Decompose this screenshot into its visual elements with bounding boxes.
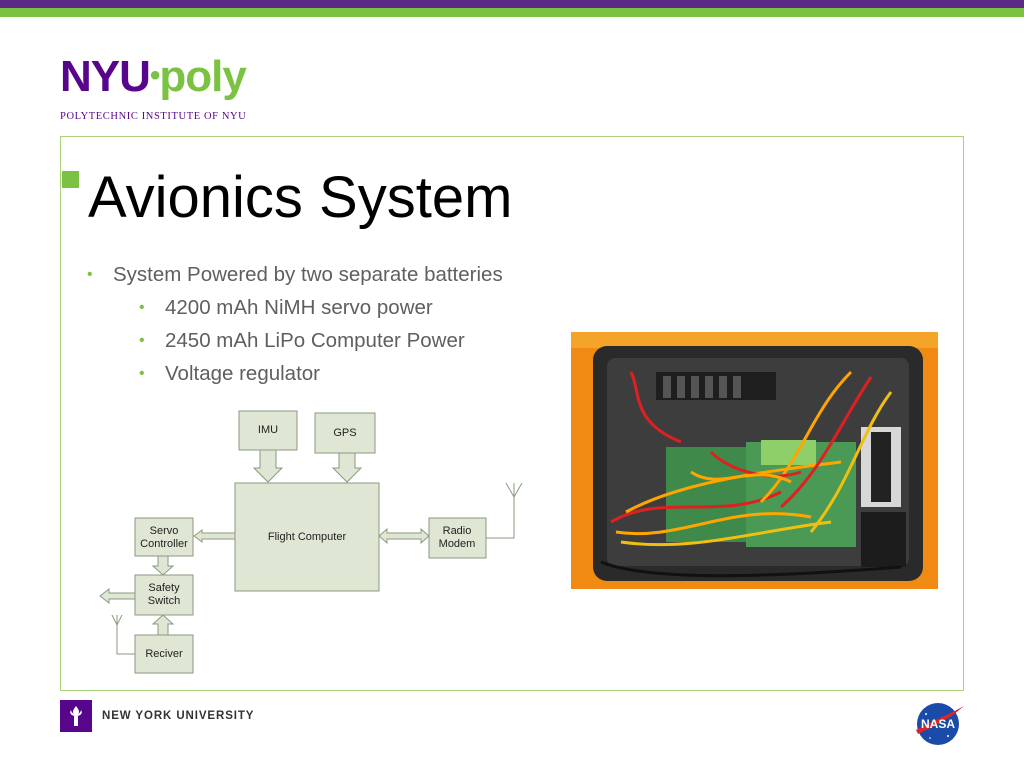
receiver-safety-arrow — [151, 614, 175, 636]
logo-dot: • — [149, 59, 160, 92]
bullet-text: System Powered by two separate batteries — [113, 263, 503, 286]
antenna-icon — [486, 482, 523, 539]
slide-title: Avionics System — [88, 165, 513, 230]
servo-label-1: Servo — [150, 525, 179, 537]
content-frame — [60, 136, 964, 691]
bullet-text: Voltage regulator — [165, 362, 321, 385]
antenna-icon — [111, 614, 135, 655]
imu-box — [238, 410, 298, 451]
logo-nyu-text: NYU — [60, 52, 151, 101]
bullet-text: 4200 mAh NiMH servo power — [165, 296, 433, 319]
nasa-logo-text: NASA — [921, 717, 955, 731]
radio-label-1: Radio — [443, 525, 472, 537]
radio-label-2: Modem — [439, 538, 476, 550]
bullet-dot: • — [139, 299, 145, 316]
bullet-dot: • — [87, 266, 93, 283]
receiver-label: Reciver — [145, 648, 183, 660]
flight-computer-box — [234, 482, 380, 592]
bullet-dot: • — [139, 365, 145, 382]
flight-computer-label: Flight Computer — [268, 531, 347, 543]
safety-label-2: Switch — [148, 595, 180, 607]
title-accent-square — [62, 171, 79, 188]
nyu-footer-text: NEW YORK UNIVERSITY — [102, 710, 255, 722]
nyu-footer-logo: NEW YORK UNIVERSITY — [60, 700, 254, 732]
gps-box — [314, 412, 376, 454]
header-bar-green — [0, 8, 1024, 17]
radio-modem-box — [428, 517, 487, 559]
imu-arrow — [252, 449, 284, 483]
avionics-photo — [571, 332, 938, 589]
nyu-poly-logo: NYU•poly POLYTECHNIC INSTITUTE OF NYU — [60, 52, 247, 122]
safety-switch-box — [134, 574, 194, 616]
servo-safety-arrow — [151, 555, 175, 576]
fc-radio-arrow — [378, 527, 430, 545]
gps-label: GPS — [333, 427, 356, 439]
header-bar-purple — [0, 0, 1024, 8]
servo-controller-box — [134, 517, 194, 557]
servo-label-2: Controller — [140, 538, 188, 550]
safety-output-arrow — [99, 587, 136, 605]
nasa-logo-icon: NASA — [916, 703, 964, 745]
imu-label: IMU — [258, 424, 278, 436]
gps-arrow — [331, 452, 363, 483]
avionics-block-diagram: IMU GPS Flight Computer Servo Controller… — [99, 410, 523, 674]
logo-subtitle: POLYTECHNIC INSTITUTE OF NYU — [60, 111, 247, 122]
safety-label-1: Safety — [148, 582, 180, 594]
fc-servo-arrow — [193, 529, 236, 543]
receiver-box — [134, 634, 194, 674]
bullet-text: 2450 mAh LiPo Computer Power — [165, 329, 465, 352]
torch-icon — [60, 700, 92, 732]
logo-poly-text: poly — [159, 52, 246, 101]
bullet-dot: • — [139, 332, 145, 349]
